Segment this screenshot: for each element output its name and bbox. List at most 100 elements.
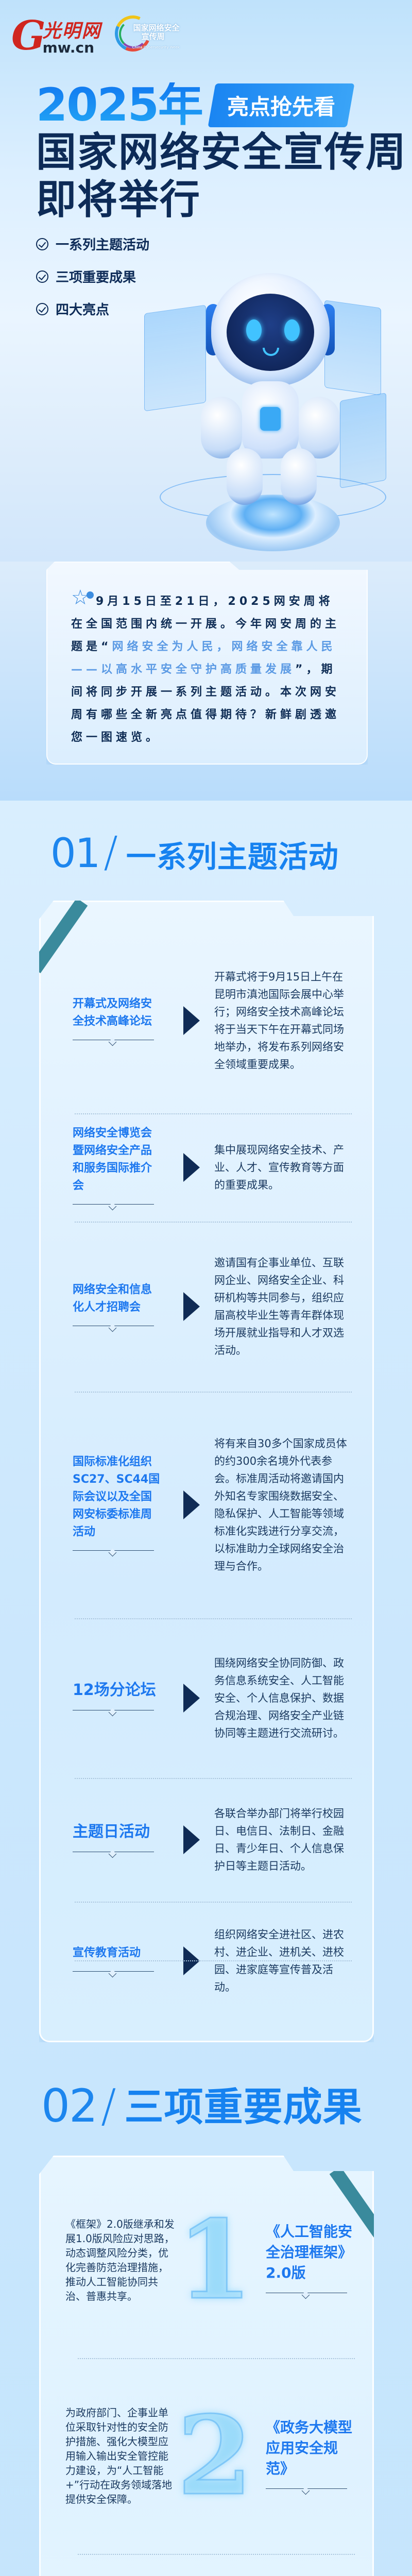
cybersecurity-week-logo: 国家网络安全 宣传周 China Cybersecurity Week [109,10,187,57]
achievement-desc: 《框架》2.0版继承和发展1.0版风险应对思路，动态调整风险分类，优化完善防范治… [65,2218,175,2302]
highlights-badge-label: 亮点抢先看 [227,94,335,120]
activity-row: 12场分论坛 围绕网络安全协同防御、政务信息系统安全、人工智能安全、个人信息保护… [41,1618,372,1778]
robot-eye-icon [284,319,300,341]
activity-row: 网络安全和信息化人才招聘会 邀请国有企事业单位、互联网企业、网络安全企业、科研机… [41,1222,372,1392]
hero-title-line2: 即将举行 [36,176,201,223]
activity-desc: 围绕网络安全协同防御、政务信息系统安全、人工智能安全、个人信息保护、数据合规治理… [214,1657,344,1739]
checklist-item: 一系列主题活动 [36,234,149,253]
activity-desc: 将有来自30多个国家成员体的约300余名境外代表参会。标准周活动将邀请国内外知名… [214,1437,347,1572]
activity-desc: 开幕式将于9月15日上午在昆明市滇池国际会展中心举行；网络安全技术高峰论坛将于当… [214,971,344,1071]
hologram-panel-icon [340,393,386,488]
activity-title: 主题日活动 [73,1823,150,1841]
check-circle-icon [36,302,48,315]
intro-text-part1: 9月15日至21日，2025网安周将在全国范围内统一开展。今年网安周的主题是“ [71,595,340,653]
gmw-logo-domain: mw.cn [42,39,95,57]
week-logo-line2: 宣传周 [141,32,165,42]
section-title: 一系列主题活动 [126,839,339,875]
hero-year: 2025年 [36,78,203,131]
triangle-arrow-icon [183,1825,200,1854]
checklist-item: 三项重要成果 [36,267,149,286]
robot-leg-icon [227,448,263,505]
robot-arm-icon [201,397,242,459]
section-title: 三项重要成果 [124,2084,363,2130]
section-heading: 02 / 三项重要成果 [0,2042,412,2156]
chevron-divider-icon [73,1971,154,1977]
intro-card: ☆9月15日至21日，2025网安周将在全国范围内统一开展。今年网安周的主题是“… [46,562,368,765]
highlights-badge: 亮点抢先看 [208,83,355,127]
achievement-row: 《框架》2.0版继承和发展1.0版风险应对思路，动态调整风险分类，优化完善防范治… [41,2183,372,2337]
hologram-panel-icon [144,304,206,412]
robot-face-icon [227,294,314,371]
checklist-label: 一系列主题活动 [56,238,150,253]
logo-bar: G 光明网 mw.cn 国家网络安全 宣传周 China Cybersecuri… [11,10,187,57]
intro-theme: 网络安全为人民，网络安全靠人民——以高水平安全守护高质量发展 [71,640,336,676]
week-logo-line1: 国家网络安全 [133,23,180,32]
triangle-arrow-icon [183,1684,200,1713]
chevron-divider-icon [266,2488,347,2495]
check-circle-icon [36,238,48,250]
section-heading: 01 / 一系列主题活动 [0,801,412,901]
triangle-arrow-icon [183,1490,200,1519]
triangle-arrow-icon [183,1946,200,1975]
robot-arm-icon [299,397,340,459]
chevron-divider-icon [73,1040,154,1046]
achievement-title: 《政务大模型应用安全规范》 [266,2419,353,2477]
robot-leg-icon [281,448,317,505]
achievement-title: 《人工智能安全治理框架》2.0版 [266,2223,353,2281]
activity-row: 国际标准化组织SC27、SC44国际会议以及全国网安标委标准周活动 将有来自30… [41,1392,372,1618]
star-check-icon: ☆ [71,586,94,609]
activity-title: 开幕式及网络安全技术高峰论坛 [73,997,152,1028]
hero-checklist: 一系列主题活动 三项重要成果 四大亮点 [36,234,149,332]
chevron-divider-icon [73,1710,154,1716]
logo-arc-inner-icon [118,20,148,48]
check-circle-icon [36,270,48,283]
activity-desc: 集中展现网络安全技术、产业、人才、宣传教育等方面的重要成果。 [214,1144,344,1191]
activity-desc: 组织网络安全进社区、进农村、进企业、进机关、进校园、进家庭等宣传普及活动。 [214,1928,344,1993]
activity-row: 开幕式及网络安全技术高峰论坛 开幕式将于9月15日上午在昆明市滇池国际会展中心举… [41,943,372,1098]
activity-title: 宣传教育活动 [73,1946,141,1959]
gmw-logo-script: 光明网 [42,20,101,42]
section-number: 02 [41,2079,98,2132]
chevron-divider-icon [73,1204,154,1210]
activity-title: 网络安全博览会暨网络安全产品和服务国际推介会 [73,1127,152,1192]
activity-row: 主题日活动 各联合举办部门将举行校园日、电信日、法制日、金融日、青少年日、个人信… [41,1778,372,1902]
activity-desc: 各联合举办部门将举行校园日、电信日、法制日、金融日、青少年日、个人信息保护日等主… [214,1807,344,1872]
achievement-number: 2 [176,2392,253,2519]
triangle-arrow-icon [183,1292,200,1321]
checklist-label: 四大亮点 [56,302,110,318]
intro-text-part2: ”，期间将同步开展一系列主题活动。本次网安周有哪些全新亮点值得期待？新鲜剧透邀您… [71,663,340,744]
activity-title: 国际标准化组织SC27、SC44国际会议以及全国网安标委标准周活动 [73,1455,160,1538]
achievements-card: 《框架》2.0版继承和发展1.0版风险应对思路，动态调整风险分类，优化完善防范治… [39,2156,374,2576]
section-activities: 01 / 一系列主题活动 开幕式及网络安全技术高峰论坛 开幕式将于9月15日上午… [0,801,412,2576]
section-number: 01 [50,831,100,877]
robot-chest-screen-icon [260,407,281,431]
activity-title: 12场分论坛 [73,1681,156,1699]
robot-illustration [144,273,391,567]
week-logo-cn: 国家网络安全 宣传周 [133,23,180,42]
chevron-divider-icon [266,2293,347,2299]
intro-section: ☆9月15日至21日，2025网安周将在全国范围内统一开展。今年网安周的主题是“… [0,562,412,801]
activities-card: 开幕式及网络安全技术高峰论坛 开幕式将于9月15日上午在昆明市滇池国际会展中心举… [39,901,374,2042]
activity-row: 网络安全博览会暨网络安全产品和服务国际推介会 集中展现网络安全技术、产业、人才、… [41,1113,372,1222]
week-logo-en: China Cybersecurity Week [132,45,180,49]
achievement-row: 为政府部门、企事业单位采取针对性的安全防护措施、强化大模型应用输入输出安全管控能… [41,2358,372,2554]
activity-title: 网络安全和信息化人才招聘会 [73,1283,152,1314]
checklist-label: 三项重要成果 [56,270,136,285]
section-slash: / [104,828,118,877]
intro-paragraph: ☆9月15日至21日，2025网安周将在全国范围内统一开展。今年网安周的主题是“… [71,587,343,749]
achievement-desc: 为政府部门、企事业单位采取针对性的安全防护措施、强化大模型应用输入输出安全管控能… [65,2406,173,2505]
section-slash: / [100,2079,116,2132]
triangle-arrow-icon [183,1153,200,1182]
platform-base-icon [206,495,340,551]
hero-title-line1: 国家网络安全宣传周 [36,129,407,176]
triangle-arrow-icon [183,1006,200,1035]
gmw-logo[interactable]: G 光明网 mw.cn [11,16,101,56]
achievement-row: 设置7个场景，有200多个团队参加测试活动，遴选出利用人工智能开展网络安全产品技… [41,2554,372,2576]
chevron-divider-icon [73,1550,154,1556]
achievement-number: 1 [176,2196,253,2324]
chevron-divider-icon [73,1326,154,1332]
hero-title-block: 2025年 亮点抢先看 国家网络安全宣传周 即将举行 [36,82,407,223]
activity-desc: 邀请国有企事业单位、互联网企业、网络安全企业、科研机构等共同参与，组织应届高校毕… [214,1257,344,1357]
chevron-divider-icon [73,1852,154,1858]
